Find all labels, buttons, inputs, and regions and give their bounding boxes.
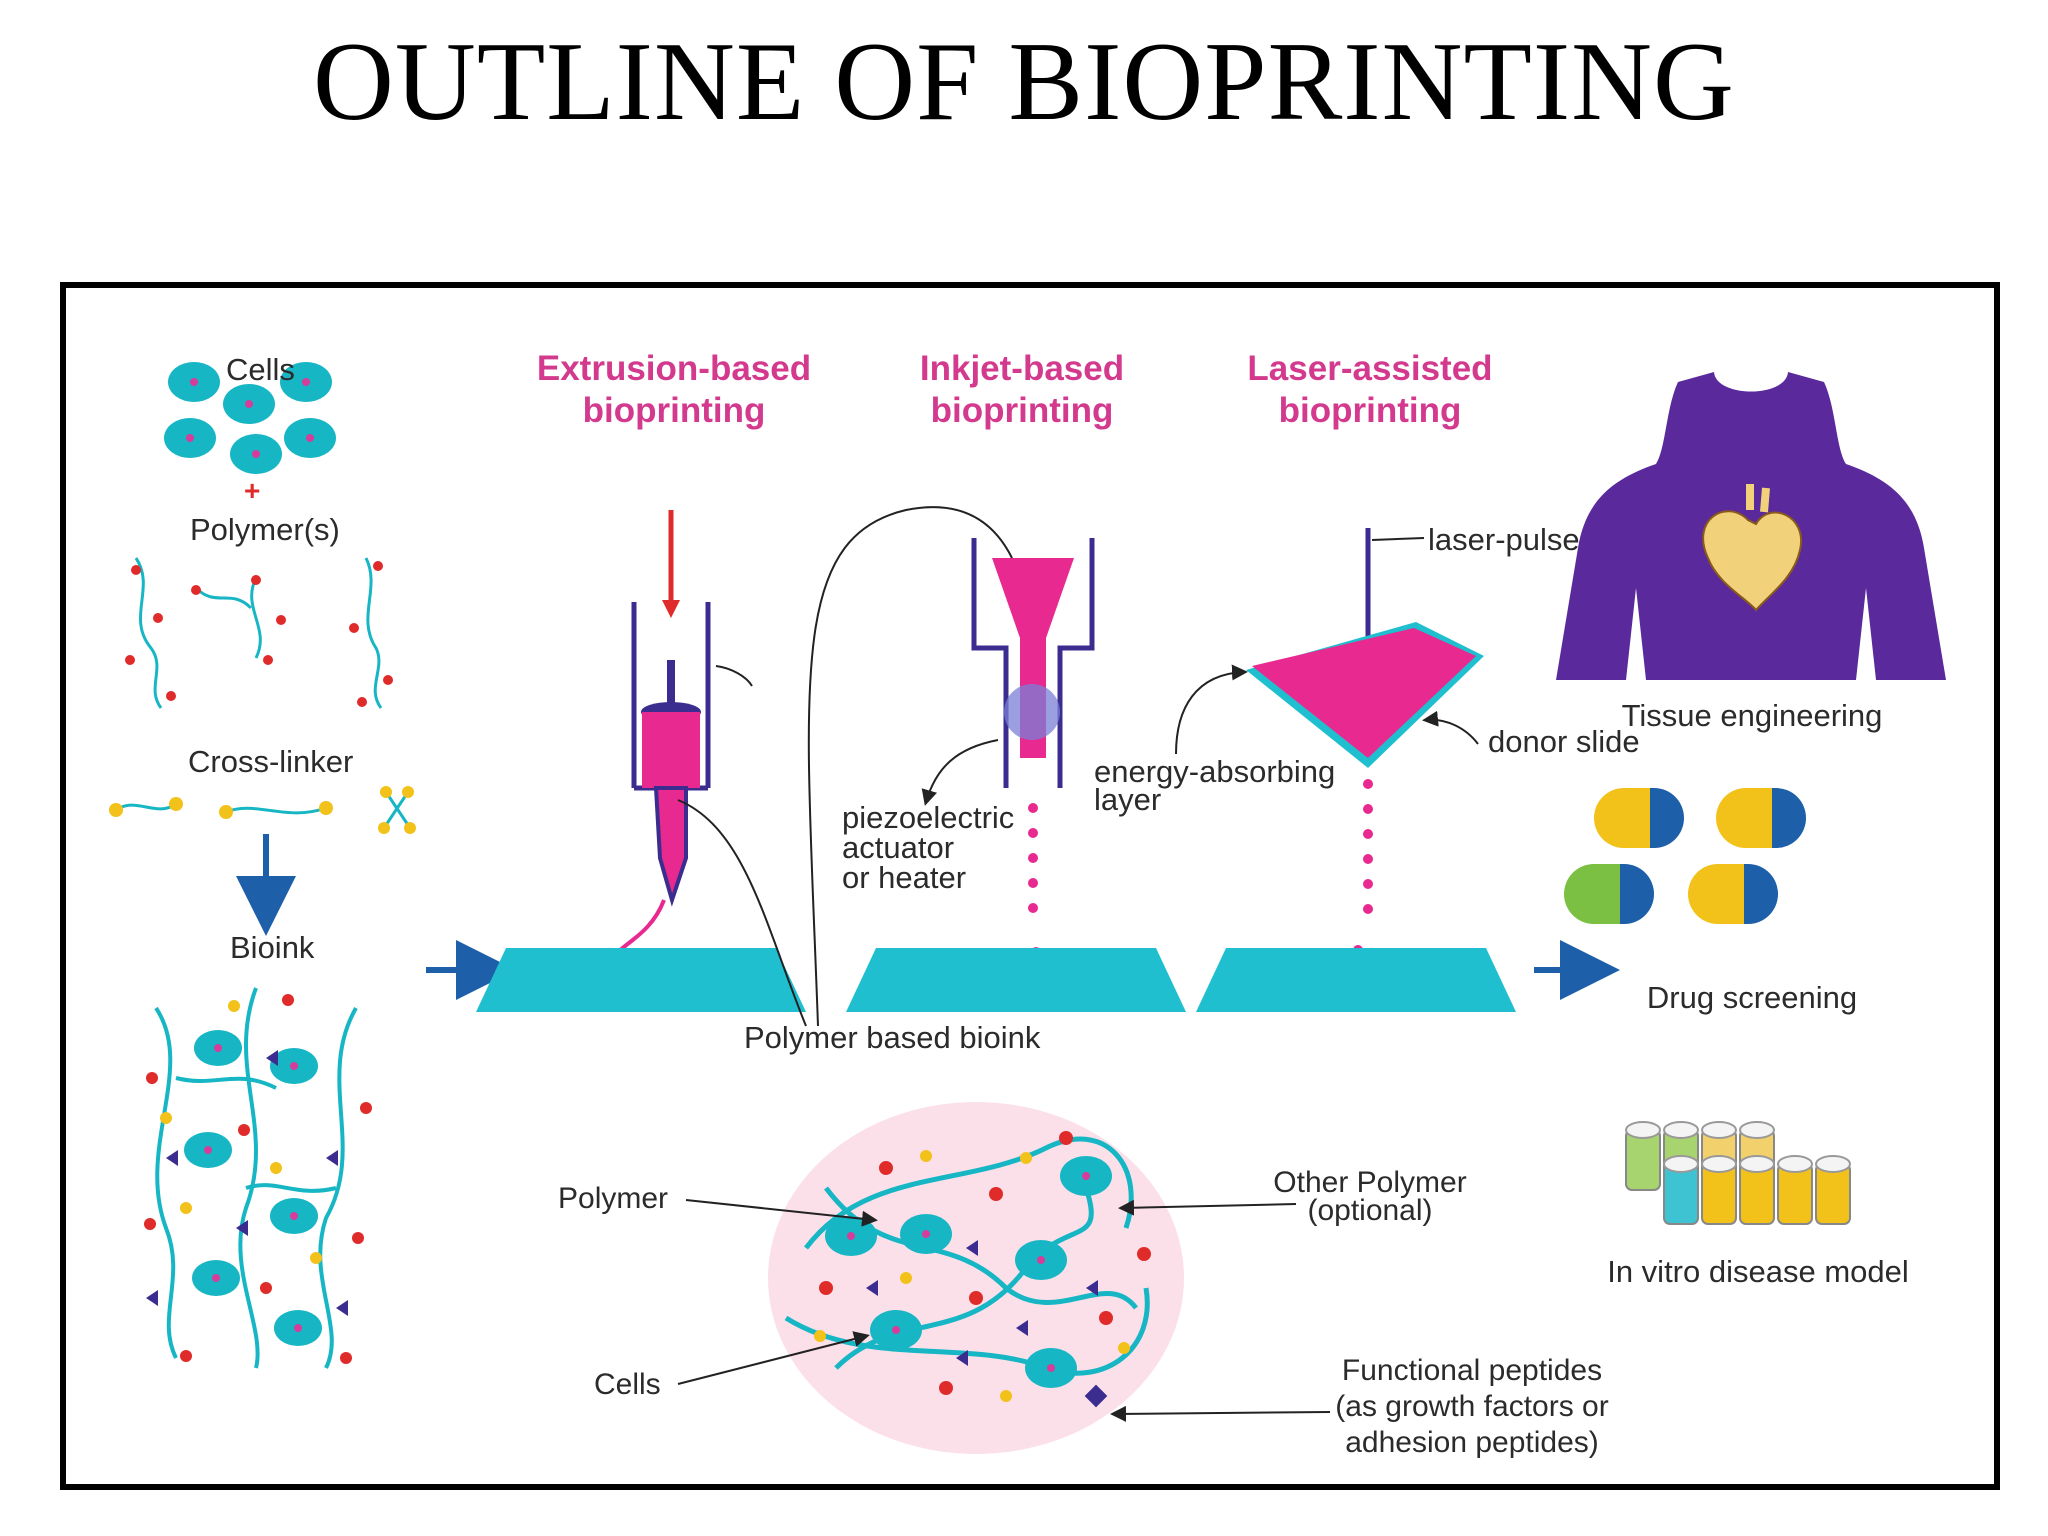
inkjet-printer bbox=[966, 538, 1095, 999]
page-title: OUTLINE OF BIOPRINTING bbox=[313, 20, 1735, 144]
cell-icon bbox=[223, 384, 275, 424]
other-polymer-line1: Other Polymer bbox=[1273, 1166, 1466, 1199]
extrusion-plate bbox=[476, 948, 806, 1012]
capsule-icon bbox=[1564, 788, 1806, 924]
piezo-label-line1: piezoelectric bbox=[842, 800, 1014, 835]
polymer-beads bbox=[125, 561, 393, 707]
inkjet-plate bbox=[846, 948, 1186, 1012]
polymer-strands bbox=[134, 557, 383, 709]
peptides-line3: adhesion peptides) bbox=[1345, 1426, 1599, 1459]
piezo-pointer bbox=[921, 739, 999, 806]
laser-plate bbox=[1196, 948, 1516, 1012]
in-vitro-label: In vitro disease model bbox=[1607, 1254, 1909, 1289]
piezo-label-line3: or heater bbox=[842, 860, 966, 895]
energy-layer-pointer bbox=[1175, 664, 1248, 755]
inkjet-heading-line2: bioprinting bbox=[931, 391, 1114, 430]
bioink-label: Bioink bbox=[230, 930, 315, 965]
heart-icon bbox=[1702, 484, 1803, 612]
piezo-label-line2: actuator bbox=[842, 830, 954, 865]
polymers-label: Polymer(s) bbox=[190, 512, 340, 547]
crosslinker-label: Cross-linker bbox=[188, 744, 353, 779]
polymer-bioink-label: Polymer based bioink bbox=[744, 1020, 1041, 1055]
peptides-pointer bbox=[1110, 1405, 1331, 1422]
extrusion-printer bbox=[614, 510, 753, 982]
cells-label: Cells bbox=[226, 352, 295, 387]
energy-layer-label-line2: layer bbox=[1094, 782, 1161, 817]
bioink-pointers bbox=[677, 506, 1013, 1027]
inkjet-heading-line1: Inkjet-based bbox=[920, 349, 1124, 388]
donor-slide-label: donor slide bbox=[1488, 724, 1640, 759]
cells-pointer bbox=[677, 1331, 870, 1385]
cell-icon bbox=[280, 362, 332, 402]
donor-slide-pointer bbox=[1422, 710, 1479, 745]
drug-screening-label: Drug screening bbox=[1647, 980, 1857, 1015]
bioprinting-figure: Cells + Polymer(s) Cross-linker Bioink bbox=[60, 282, 2000, 1490]
other-polymer-line2: (optional) bbox=[1307, 1194, 1432, 1227]
extrusion-heading-line2: bioprinting bbox=[583, 391, 766, 430]
crosslinker-molecules bbox=[109, 786, 416, 834]
hydrogel-blob bbox=[768, 1102, 1184, 1454]
peptides-line2: (as growth factors or bbox=[1335, 1390, 1608, 1423]
raw-cells-group bbox=[164, 362, 336, 474]
peptides-line1: Functional peptides bbox=[1342, 1354, 1602, 1387]
laser-heading-line2: bioprinting bbox=[1279, 391, 1462, 430]
laser-pulse-pointer bbox=[1371, 537, 1425, 541]
vial-icon bbox=[1625, 1121, 1851, 1225]
cell-icon bbox=[230, 434, 282, 474]
plus-sign: + bbox=[244, 475, 260, 506]
cell-icon bbox=[164, 418, 216, 458]
polymer-pointer bbox=[685, 1199, 878, 1227]
laser-pulse-label: laser-pulse bbox=[1428, 522, 1580, 557]
extrusion-heading-line1: Extrusion-based bbox=[537, 349, 811, 388]
cell-icon bbox=[284, 418, 336, 458]
cell-icon bbox=[168, 362, 220, 402]
tissue-engineering-label: Tissue engineering bbox=[1622, 698, 1883, 733]
bottom-polymer-label: Polymer bbox=[558, 1182, 668, 1215]
energy-layer-label-line1: energy-absorbing bbox=[1094, 754, 1335, 789]
bottom-cells-label: Cells bbox=[594, 1368, 661, 1401]
other-polymer-pointer bbox=[1118, 1199, 1297, 1216]
laser-heading-line1: Laser-assisted bbox=[1247, 349, 1492, 388]
bioink-network bbox=[144, 987, 372, 1369]
